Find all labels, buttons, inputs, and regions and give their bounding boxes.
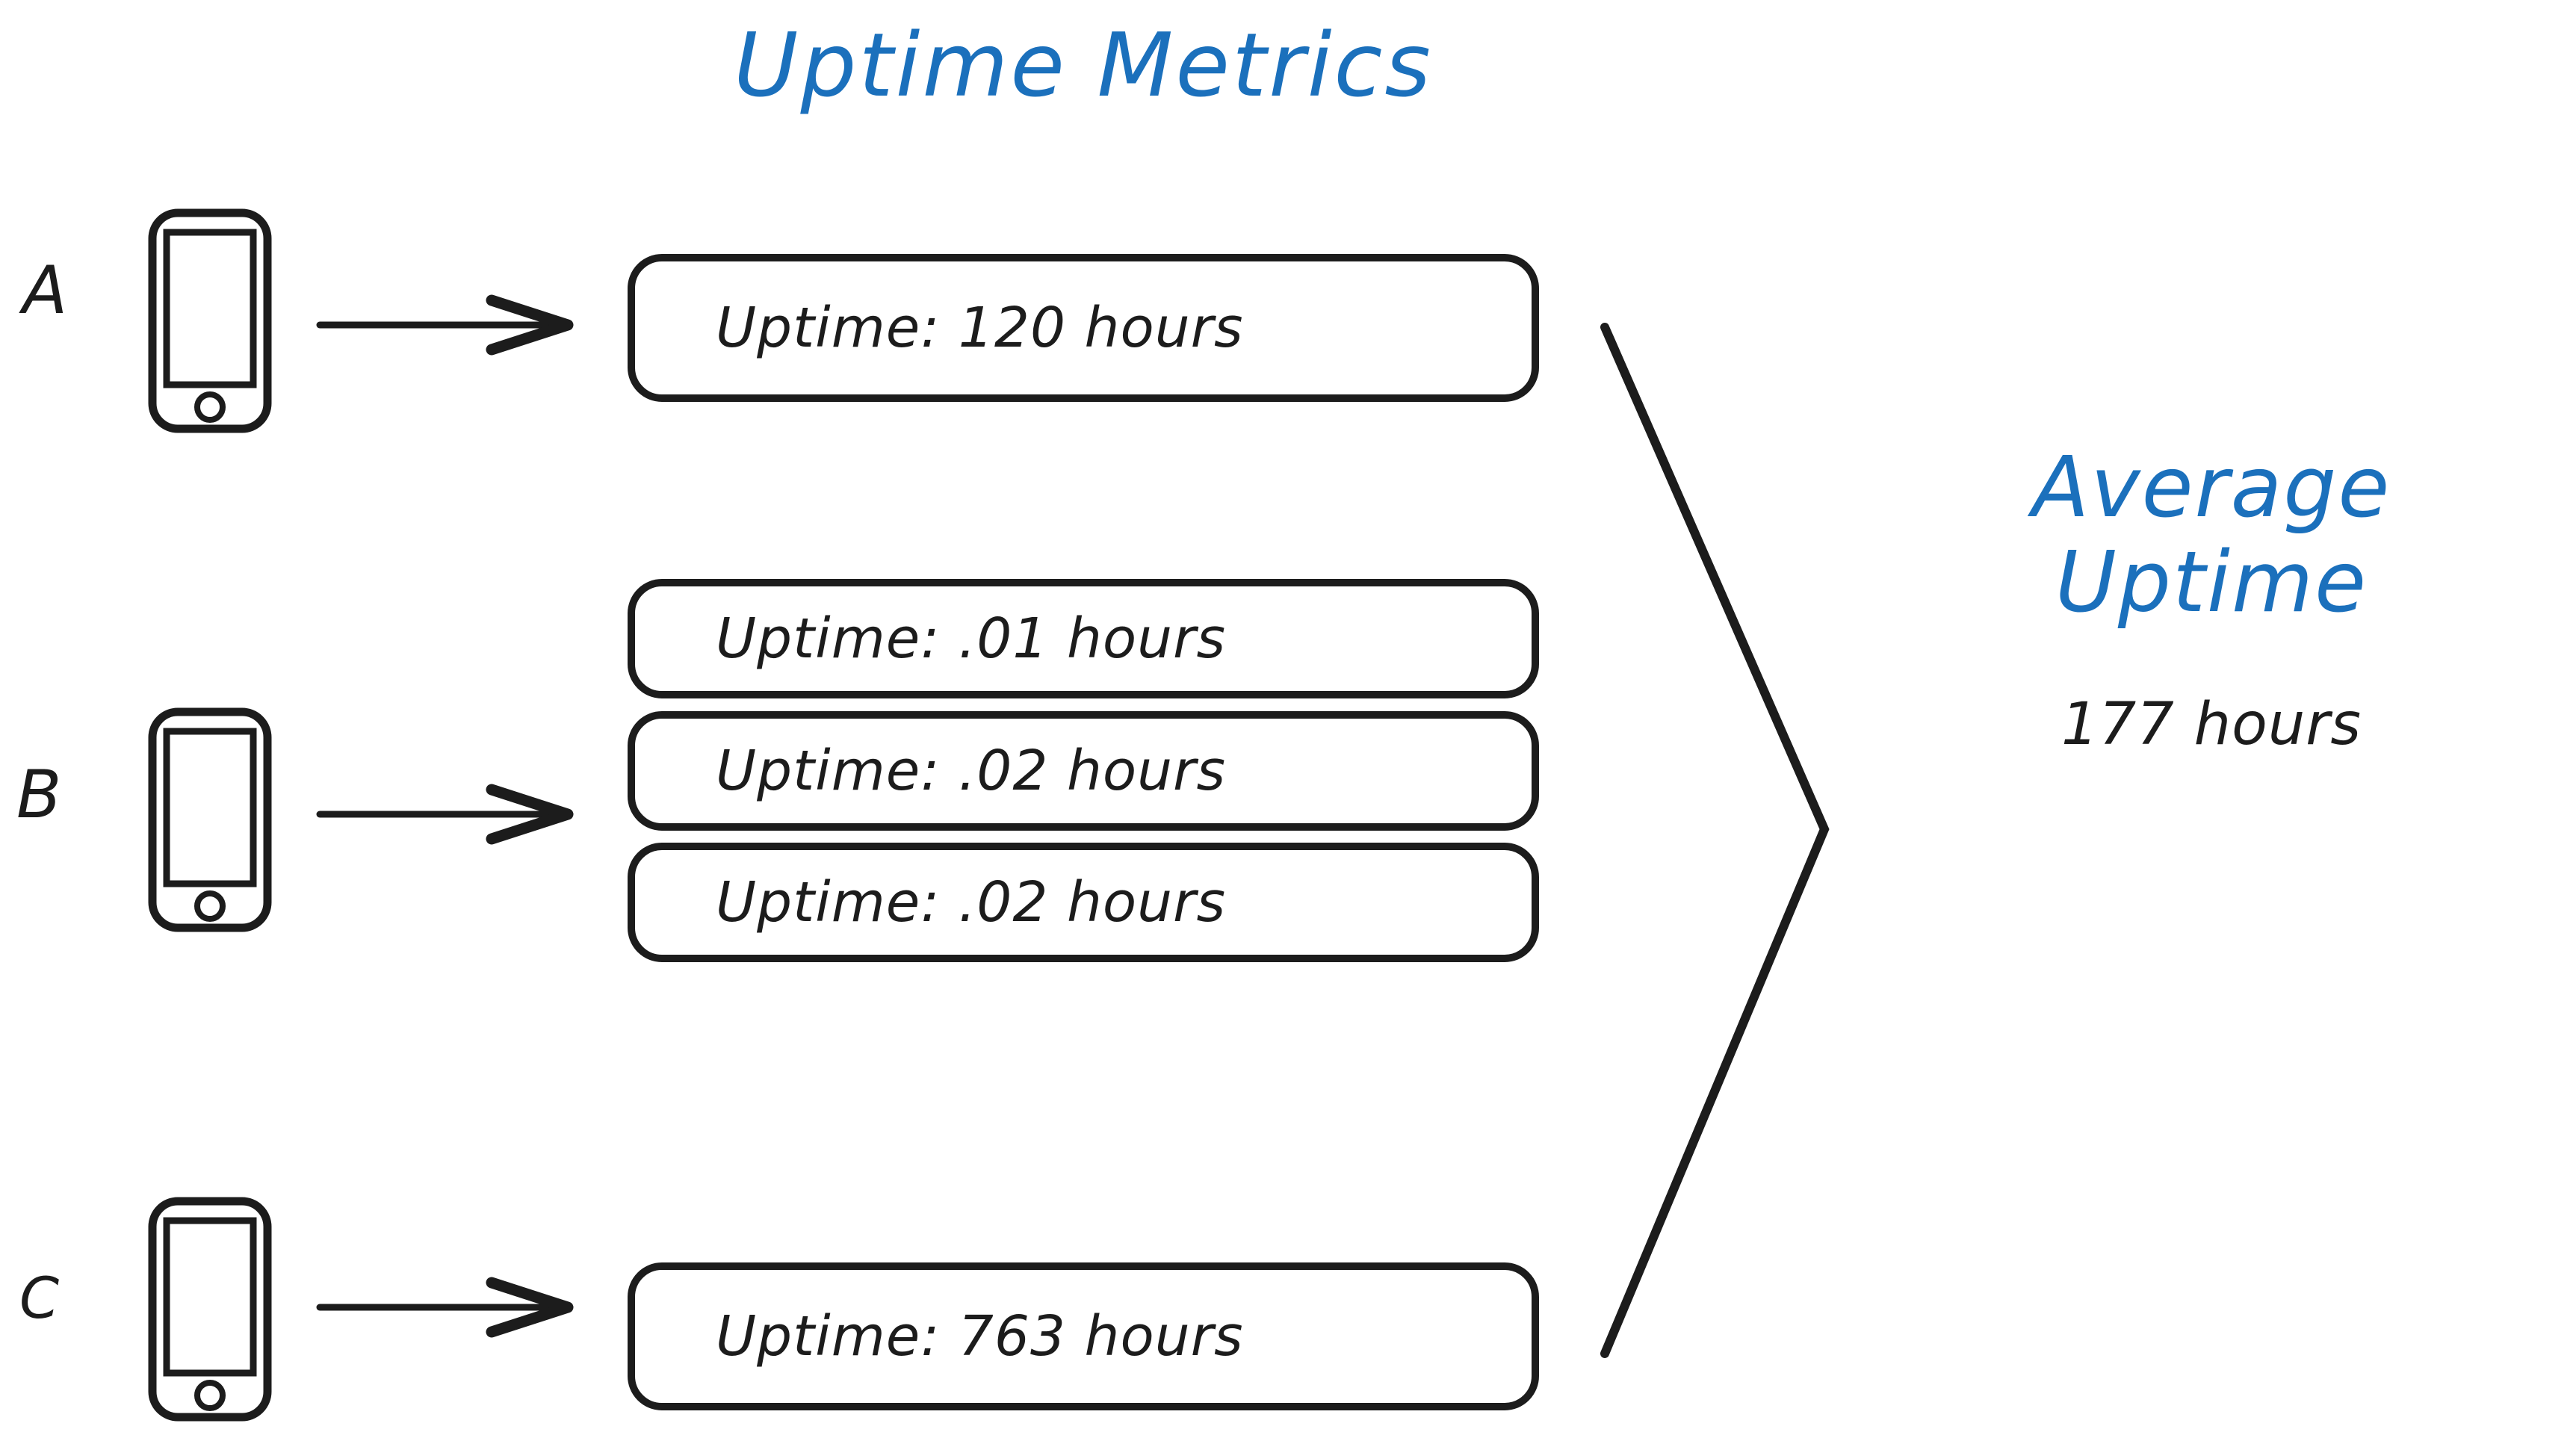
- mobile-phone-icon: [146, 207, 273, 435]
- group-label-a: A: [22, 252, 68, 329]
- group-label-c: C: [19, 1265, 60, 1331]
- metric-box-b-3[interactable]: Uptime: .02 hours: [628, 843, 1539, 962]
- chevron-right-funnel-icon: [1591, 314, 1845, 1367]
- arrow-right-icon-b: [314, 781, 583, 848]
- group-label-b: B: [16, 756, 62, 833]
- metric-text: Uptime: .02 hours: [716, 739, 1227, 803]
- metric-text: Uptime: 763 hours: [716, 1304, 1244, 1369]
- metric-box-b-2[interactable]: Uptime: .02 hours: [628, 711, 1539, 831]
- summary-title: Average Uptime: [1913, 441, 2510, 630]
- arrow-right-icon-a: [314, 291, 583, 359]
- summary-title-line-1: Average: [2031, 439, 2391, 536]
- mobile-phone-icon: [146, 1195, 273, 1423]
- page-title: Uptime Metrics: [734, 13, 1433, 117]
- metric-text: Uptime: .02 hours: [716, 870, 1227, 935]
- metric-text: Uptime: 120 hours: [716, 296, 1244, 360]
- summary-title-line-2: Uptime: [2055, 533, 2368, 631]
- arrow-right-icon-c: [314, 1274, 583, 1341]
- metric-box-b-1[interactable]: Uptime: .01 hours: [628, 579, 1539, 698]
- summary-panel: Average Uptime 177 hours: [1913, 441, 2510, 754]
- metric-box-a-1[interactable]: Uptime: 120 hours: [628, 254, 1539, 402]
- metric-text: Uptime: .01 hours: [716, 607, 1227, 671]
- summary-value: 177 hours: [2061, 691, 2362, 759]
- metric-box-c-1[interactable]: Uptime: 763 hours: [628, 1262, 1539, 1410]
- mobile-phone-icon: [146, 706, 273, 934]
